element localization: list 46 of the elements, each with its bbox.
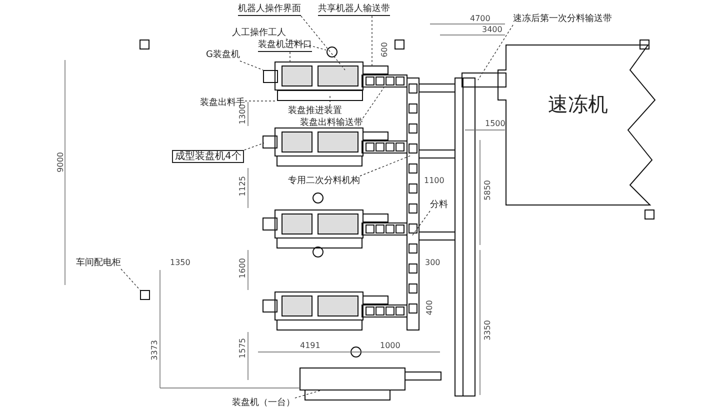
- dimension-label: 3400: [482, 25, 502, 34]
- leader-line: [412, 210, 430, 236]
- callout-label: 速冻后第一次分料输送带: [513, 14, 612, 25]
- dimension-label: 3350: [483, 320, 492, 340]
- dimension-label: 1600: [238, 258, 247, 278]
- dimension-label: 1000: [380, 341, 400, 350]
- callout-label: 人工操作工人: [232, 28, 286, 39]
- dimension-label: 1125: [238, 176, 247, 196]
- feeder-box: [263, 70, 278, 83]
- leader-line: [244, 100, 278, 102]
- boxed-label: 成型装盘机4个: [172, 150, 244, 163]
- cabinet-box: [140, 290, 150, 300]
- dimension-label: 4700: [470, 14, 490, 23]
- dimension-label: 9000: [56, 152, 65, 172]
- callout-label: G装盘机: [206, 50, 240, 61]
- machine-base: [277, 90, 363, 101]
- callout-label: 装盘推进装置: [288, 106, 342, 117]
- callout-label: 装盘机进料口: [258, 40, 312, 52]
- leader-line: [362, 86, 386, 118]
- dimension-label: 1100: [424, 176, 444, 185]
- dimension-label: 3373: [150, 340, 159, 360]
- dimension-label: 400: [425, 300, 434, 316]
- callout-label: 装盘出料输送带: [300, 118, 363, 129]
- callout-label: 分料: [430, 200, 448, 211]
- dimension-label: 1575: [238, 338, 247, 358]
- callout-label: 装盘机（一台）: [232, 398, 295, 409]
- dimension-label: 4191: [300, 341, 320, 350]
- leader-line: [478, 24, 514, 80]
- leader-line: [286, 38, 326, 50]
- dimension-label: 5850: [483, 180, 492, 200]
- freezer-label: 速冻机: [548, 92, 608, 116]
- dimension-label: 1350: [170, 258, 190, 267]
- leader-line: [300, 16, 346, 70]
- dimension-label: 1500: [485, 119, 506, 128]
- leader-line: [360, 154, 412, 176]
- dimension-label: 300: [425, 258, 440, 267]
- callout-label: 共享机器人输送带: [318, 4, 390, 16]
- leader-line: [120, 268, 140, 290]
- leader-line: [244, 142, 264, 150]
- leader-line: [294, 390, 322, 398]
- callout-label: 机器人操作界面: [238, 4, 301, 16]
- callout-label: 车间配电柜: [76, 258, 121, 269]
- dimension-label: 600: [380, 42, 389, 58]
- leader-line: [240, 60, 264, 70]
- dimension-label: 1300: [238, 104, 247, 124]
- callout-label: 专用二次分料机构: [288, 176, 360, 187]
